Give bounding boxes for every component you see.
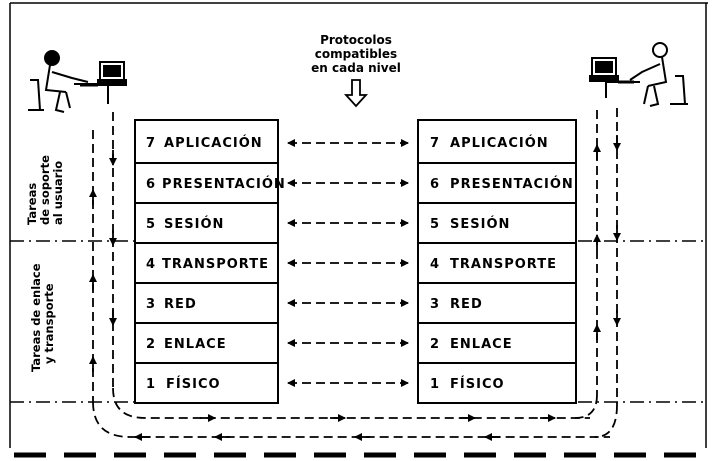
left-stack xyxy=(134,119,279,404)
outer-frame xyxy=(9,2,708,448)
right-user-at-computer-icon xyxy=(589,42,688,107)
hollow-down-arrow-icon xyxy=(343,79,369,108)
right-outer-bottom xyxy=(594,404,618,438)
header-label: Protocolos compatibles en cada nivel xyxy=(311,33,401,75)
left-outer-bottom xyxy=(92,401,610,438)
right-flow-arrows xyxy=(574,108,621,438)
peer-protocol-arrows xyxy=(287,139,409,387)
right-inner-bottom xyxy=(574,394,598,419)
bottom-direction-arrows xyxy=(134,414,556,441)
left-inner-bottom xyxy=(112,387,590,419)
left-flow-arrows xyxy=(89,112,610,438)
side-upper-line-2: de soporte xyxy=(38,155,52,225)
side-label-upper: Tareas de soporte al usuario xyxy=(25,155,65,225)
right-stack xyxy=(417,119,577,404)
side-upper-line-3: al usuario xyxy=(51,161,65,225)
side-lower-line-1: Tareas de enlace xyxy=(29,263,43,372)
side-label-lower: Tareas de enlace y transporte xyxy=(29,263,56,372)
separator-lines xyxy=(10,240,706,403)
header-line-2: compatibles xyxy=(315,47,397,61)
header-line-3: en cada nivel xyxy=(311,61,401,75)
side-upper-line-1: Tareas xyxy=(25,183,39,225)
header-line-1: Protocolos xyxy=(320,33,392,47)
left-user-at-computer-icon xyxy=(28,50,127,113)
side-lower-line-2: y transporte xyxy=(42,283,56,364)
